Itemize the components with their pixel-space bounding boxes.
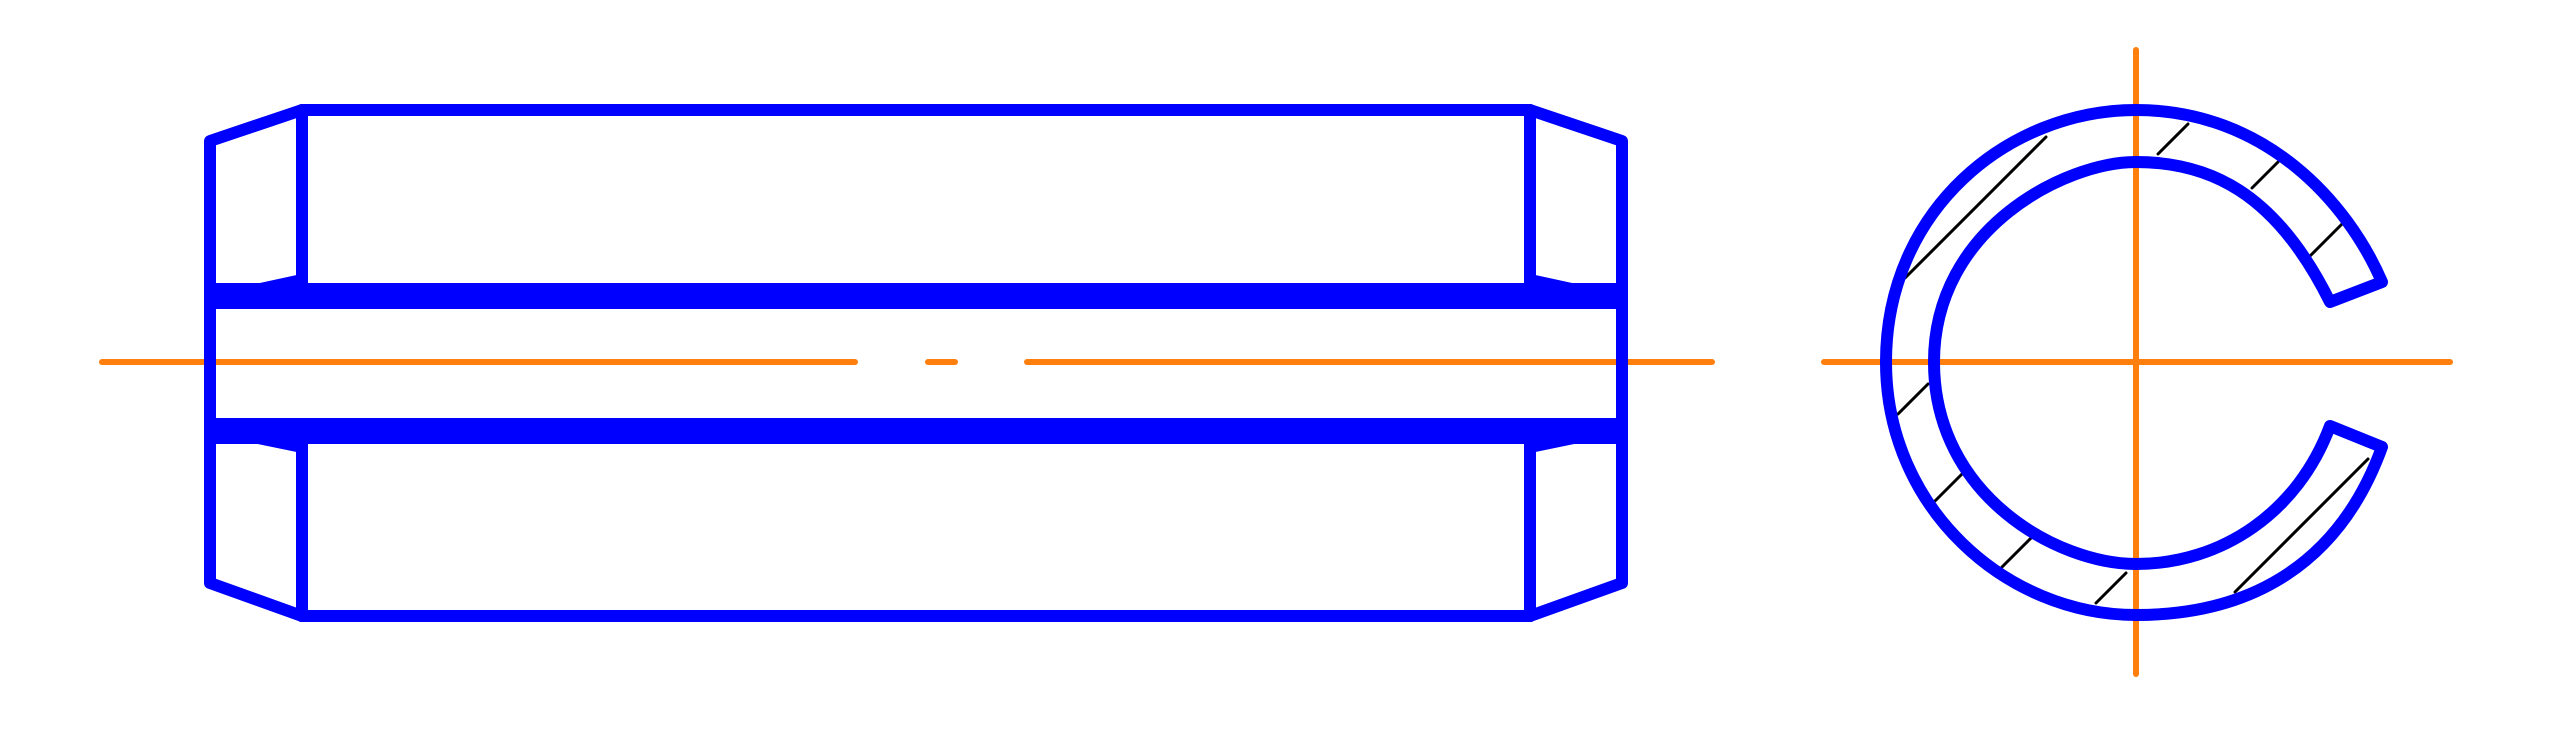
bore-band-bottom xyxy=(210,418,1622,444)
c-ring-outline xyxy=(1880,104,2388,621)
left-bore-chamfer-top xyxy=(204,274,308,306)
side-view-outline xyxy=(204,104,1628,622)
hatch-line xyxy=(1903,135,2048,280)
section-hatching xyxy=(1896,122,2370,605)
side-view xyxy=(99,104,1715,622)
hatch-line xyxy=(2233,457,2370,594)
hatch-line xyxy=(2156,122,2190,156)
hatch-line xyxy=(2094,571,2128,605)
right-bore-chamfer-top xyxy=(1524,274,1628,306)
bore-band-top xyxy=(210,283,1622,309)
hatch-line xyxy=(1933,469,1967,503)
hatch-line xyxy=(2308,220,2346,258)
hatch-line xyxy=(1896,382,1930,416)
end-view xyxy=(1821,47,2453,677)
end-view-centerlines xyxy=(1821,47,2453,677)
left-bore-chamfer-bottom xyxy=(204,422,308,453)
right-bore-chamfer-bottom xyxy=(1524,422,1628,453)
hatch-line xyxy=(2000,535,2034,569)
bore-bands xyxy=(210,283,1622,444)
hatch-line xyxy=(2250,160,2280,190)
